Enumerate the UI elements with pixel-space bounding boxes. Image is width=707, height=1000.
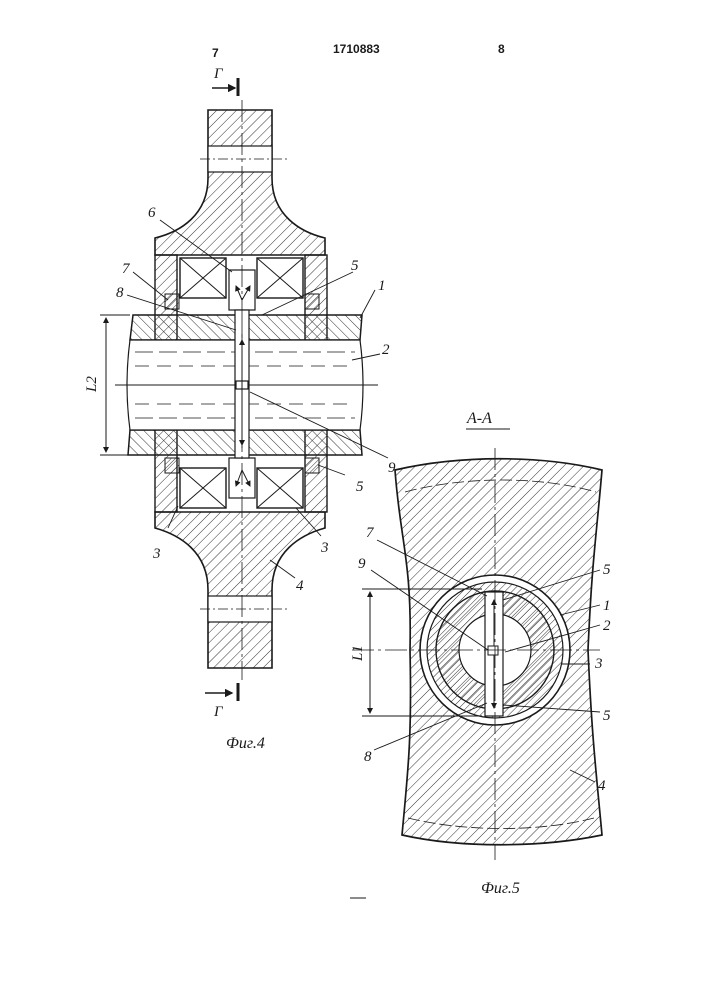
fig5-callout-5-bottom: 5 — [603, 708, 611, 724]
section-mark-bottom: Г — [205, 683, 238, 720]
bearing-bottom-right — [257, 468, 303, 508]
wheel-body-4 — [155, 110, 325, 255]
section-mark-top: Г — [212, 66, 238, 96]
fig5-callout-1: 1 — [603, 598, 611, 614]
fig5-section-title: А-А — [466, 410, 492, 427]
seal-top-right — [305, 294, 319, 309]
section-label-top: Г — [213, 66, 224, 82]
fig5-check-valve — [488, 646, 498, 655]
fig4-callout-6: 6 — [148, 205, 156, 221]
fig5-callout-3: 3 — [594, 656, 603, 672]
dimension-label-l2: L2 — [84, 376, 100, 393]
bearing-bottom-left — [180, 468, 226, 508]
bearing-top-right — [257, 258, 303, 298]
bearing-top-left — [180, 258, 226, 298]
fig4-callout-1: 1 — [378, 278, 386, 294]
fig5-callout-4: 4 — [598, 778, 606, 794]
fig4-callout-3-right: 3 — [320, 540, 329, 556]
fig4-callout-2: 2 — [382, 342, 390, 358]
seal-bottom-right — [305, 458, 319, 473]
seal-top-left — [165, 294, 179, 309]
section-label-bottom: Г — [213, 704, 224, 720]
dimension-label-l1: L1 — [350, 645, 366, 662]
fig4-caption: Фиг.4 — [226, 735, 265, 752]
fig4-callout-7: 7 — [122, 261, 131, 277]
fig5-callout-2: 2 — [603, 618, 611, 634]
fig5-callout-5-top: 5 — [603, 562, 611, 578]
fig5-callout-7: 7 — [366, 525, 375, 541]
fig4-callout-5-top: 5 — [351, 258, 359, 274]
seal-bottom-left — [165, 458, 179, 473]
figure-5: А-А L1 — [350, 410, 611, 897]
fig4-callout-3-left: 3 — [152, 546, 161, 562]
fig5-caption: Фиг.5 — [481, 880, 520, 897]
fig5-callout-8: 8 — [364, 749, 372, 765]
fig5-callout-9: 9 — [358, 556, 366, 572]
fig4-callout-4: 4 — [296, 578, 304, 594]
fig4-callout-8: 8 — [116, 285, 124, 301]
fig4-callout-5-bottom: 5 — [356, 479, 364, 495]
